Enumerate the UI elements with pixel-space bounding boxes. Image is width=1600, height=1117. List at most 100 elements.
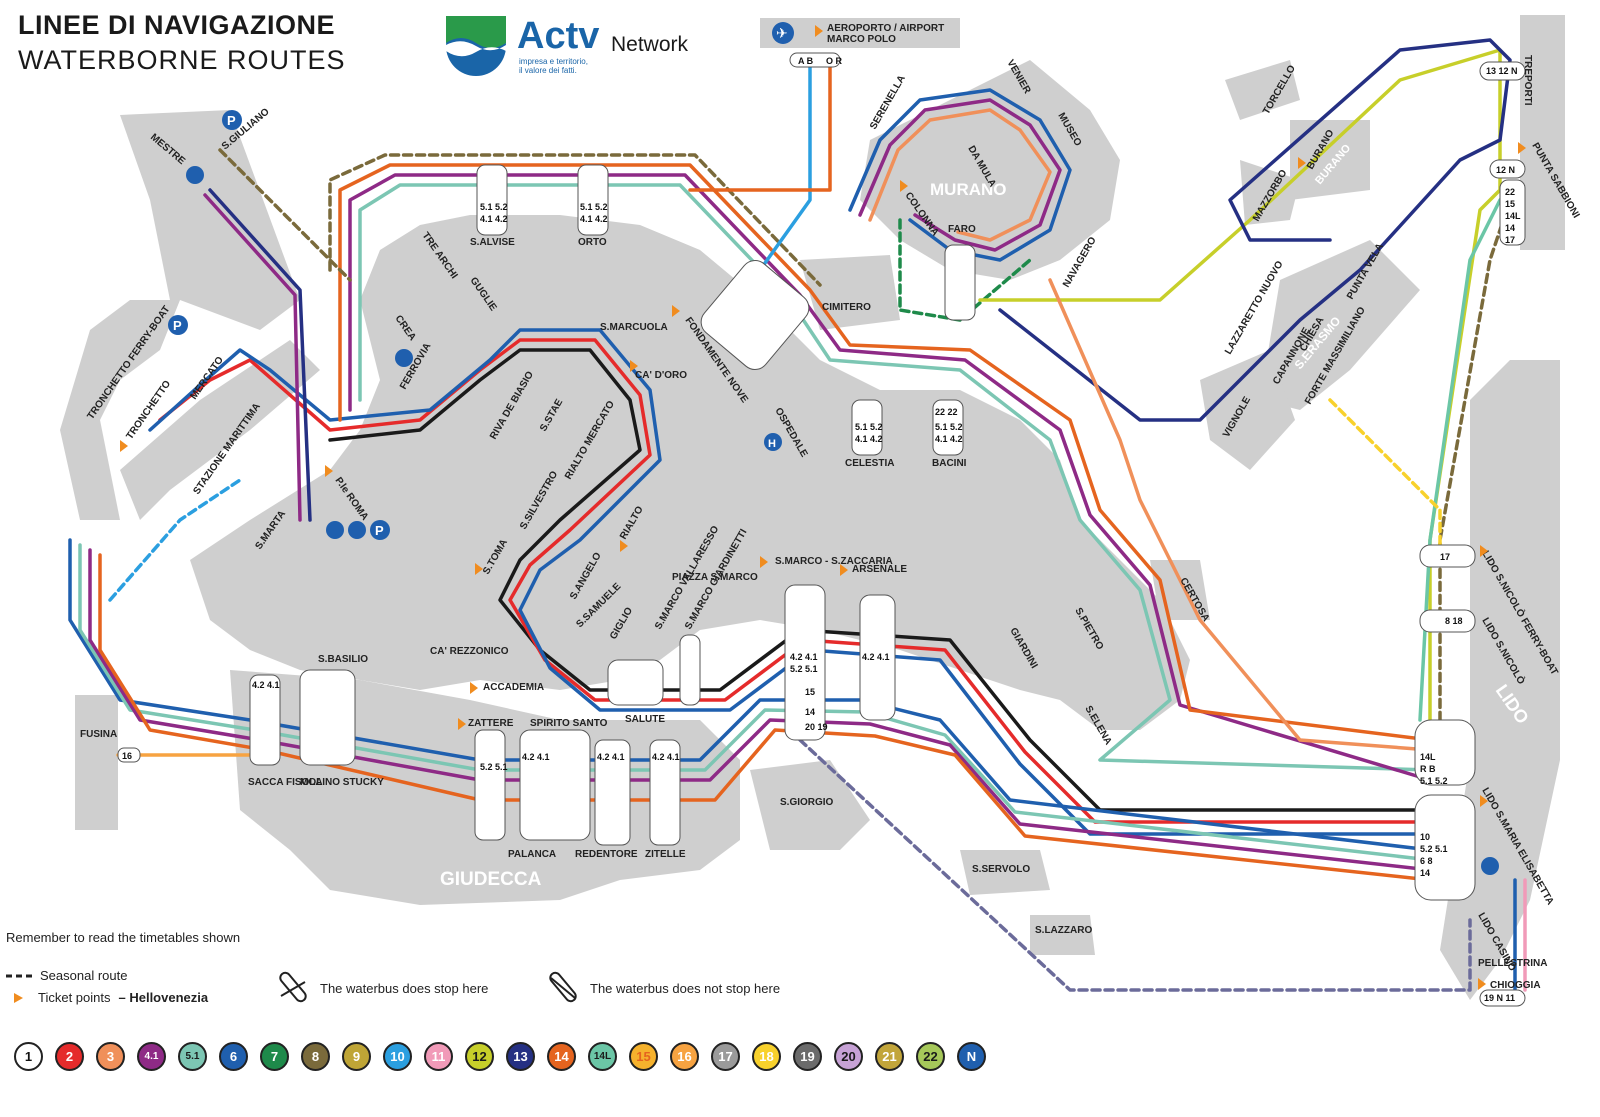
svg-text:6 8: 6 8 — [1420, 856, 1433, 866]
airport-name: AEROPORTO / AIRPORT — [827, 23, 944, 34]
stop-pill-sbasilio[interactable] — [299, 669, 356, 766]
stop-label: BACINI — [932, 458, 967, 469]
line-badge-18[interactable]: 18 — [752, 1042, 781, 1071]
svg-text:12 N: 12 N — [1496, 165, 1515, 175]
line-badge-6[interactable]: 6 — [219, 1042, 248, 1071]
stop-label: SERENELLA — [868, 74, 908, 132]
svg-text:14: 14 — [1420, 868, 1430, 878]
stop-pill-zitelle[interactable] — [649, 739, 681, 846]
legend-seasonal-label: Seasonal route — [40, 968, 128, 983]
svg-text:4.2 4.1: 4.2 4.1 — [652, 752, 680, 762]
stop-pill-chioggia[interactable] — [1479, 989, 1526, 1007]
svg-text:4.1 4.2: 4.1 4.2 — [580, 214, 608, 224]
ticket-point-icon — [14, 992, 23, 1003]
stop-pill-fondamente-nove[interactable] — [695, 255, 814, 375]
line-badge-20[interactable]: 20 — [834, 1042, 863, 1071]
line-badge-1[interactable]: 1 — [14, 1042, 43, 1071]
svg-text:17: 17 — [1440, 552, 1450, 562]
route-line-blue-dash — [108, 478, 242, 602]
stop-pill-lido-top[interactable] — [1414, 719, 1476, 786]
bus-icon — [186, 166, 204, 184]
line-badge-8[interactable]: 8 — [301, 1042, 330, 1071]
stop-pill-bacini[interactable] — [932, 399, 964, 456]
ticket-point-icon — [840, 564, 848, 576]
svg-text:4.2 4.1: 4.2 4.1 — [522, 752, 550, 762]
slazzaro-island — [1030, 915, 1095, 955]
line-badge-n[interactable]: N — [957, 1042, 986, 1071]
line-badge-14[interactable]: 14 — [547, 1042, 576, 1071]
ticket-point-icon — [120, 440, 128, 452]
stop-label: CHIOGGIA — [1490, 980, 1541, 991]
line-badge-16[interactable]: 16 — [670, 1042, 699, 1071]
line-badge-4-1[interactable]: 4.1 — [137, 1042, 166, 1071]
service-icons: P P P H — [168, 110, 1499, 875]
stop-pill-psabbioni[interactable] — [1489, 159, 1526, 179]
line-badge-9[interactable]: 9 — [342, 1042, 371, 1071]
line-badge-15[interactable]: 15 — [629, 1042, 658, 1071]
line-badge-5-1[interactable]: 5.1 — [178, 1042, 207, 1071]
line-badge-19[interactable]: 19 — [793, 1042, 822, 1071]
legend-seasonal: Seasonal route — [6, 968, 127, 983]
svg-text:22 22: 22 22 — [935, 407, 958, 417]
actv-logo: Actv impresa e territorio, il valore dei… — [445, 15, 725, 80]
stop-label: S.MARCO - S.ZACCARIA — [775, 556, 893, 567]
line-badge-13[interactable]: 13 — [506, 1042, 535, 1071]
stop-pill-treporti[interactable] — [1479, 61, 1526, 81]
lido-island — [1440, 360, 1560, 1000]
stop-label: S.LAZZARO — [1035, 925, 1092, 936]
stop-label: PIAZZA S.MARCO — [672, 572, 758, 583]
legend: Remember to read the timetables shown Se… — [6, 930, 906, 1010]
route-line-giuliano — [218, 148, 352, 282]
page-title: LINEE DI NAVIGAZIONE — [18, 10, 336, 40]
legend-note: Remember to read the timetables shown — [6, 930, 241, 945]
actv-logo-icon — [446, 16, 506, 76]
stop-pill-lido-nicolo-2[interactable] — [1419, 609, 1476, 633]
line-badge-12[interactable]: 12 — [465, 1042, 494, 1071]
stop-pill-lido-east[interactable] — [1499, 179, 1526, 246]
route-line-murano-green — [898, 218, 1032, 322]
island-giudecca: GIUDECCA — [440, 869, 542, 890]
stop-pill-orto[interactable] — [577, 164, 609, 236]
svg-text:14: 14 — [1505, 223, 1515, 233]
line-badge-3[interactable]: 3 — [96, 1042, 125, 1071]
stop-pill-zattere[interactable] — [474, 729, 506, 841]
stop-pill-spirito[interactable] — [519, 729, 591, 841]
svg-text:22: 22 — [1505, 187, 1515, 197]
stop-label: FARO — [948, 224, 976, 235]
stop-pill-lido-sme[interactable] — [1414, 794, 1476, 901]
stop-pill-salvise[interactable] — [476, 164, 508, 236]
stop-label: S.BASILIO — [318, 654, 368, 665]
svg-text:14L: 14L — [1420, 752, 1436, 762]
stop-label: ZITELLE — [645, 849, 686, 860]
stop-pill-salute[interactable] — [607, 659, 664, 706]
line-badge-17[interactable]: 17 — [711, 1042, 740, 1071]
line-badge-22[interactable]: 22 — [916, 1042, 945, 1071]
line-badge-11[interactable]: 11 — [424, 1042, 453, 1071]
line-badge-10[interactable]: 10 — [383, 1042, 412, 1071]
routes — [68, 38, 1527, 992]
stop-pill-celestia[interactable] — [851, 399, 883, 456]
airport-label[interactable]: ✈ AEROPORTO / AIRPORT MARCO POLO — [772, 22, 944, 45]
route-line-salmon — [1048, 278, 1432, 752]
line-badge-7[interactable]: 7 — [260, 1042, 289, 1071]
stop-pill-redentore[interactable] — [594, 739, 631, 846]
airplane-glyph: ✈ — [776, 26, 788, 42]
line-badge-2[interactable]: 2 — [55, 1042, 84, 1071]
stop-pill-airport[interactable] — [789, 52, 841, 68]
stop-pill-sacca[interactable] — [249, 674, 281, 766]
ticket-point-icon — [1518, 142, 1526, 154]
svg-text:R B: R B — [1420, 764, 1436, 774]
stop-pill-vallaresso[interactable] — [679, 634, 701, 706]
svg-text:4.2 4.1: 4.2 4.1 — [790, 652, 818, 662]
line-badge-21[interactable]: 21 — [875, 1042, 904, 1071]
stop-pill-faro[interactable] — [944, 244, 976, 321]
stop-pill-arsenale[interactable] — [859, 594, 896, 721]
stop-label: ZATTERE — [468, 718, 514, 729]
stop-pill-zaccaria[interactable] — [784, 584, 826, 741]
stop-pill-fusina[interactable] — [117, 747, 141, 763]
line-badge-14l[interactable]: 14L — [588, 1042, 617, 1071]
treporti-land — [1520, 15, 1565, 250]
svg-text:16: 16 — [122, 751, 132, 761]
ticket-point-icon — [630, 360, 638, 372]
stop-pill-lido-nicolo[interactable] — [1419, 544, 1476, 568]
